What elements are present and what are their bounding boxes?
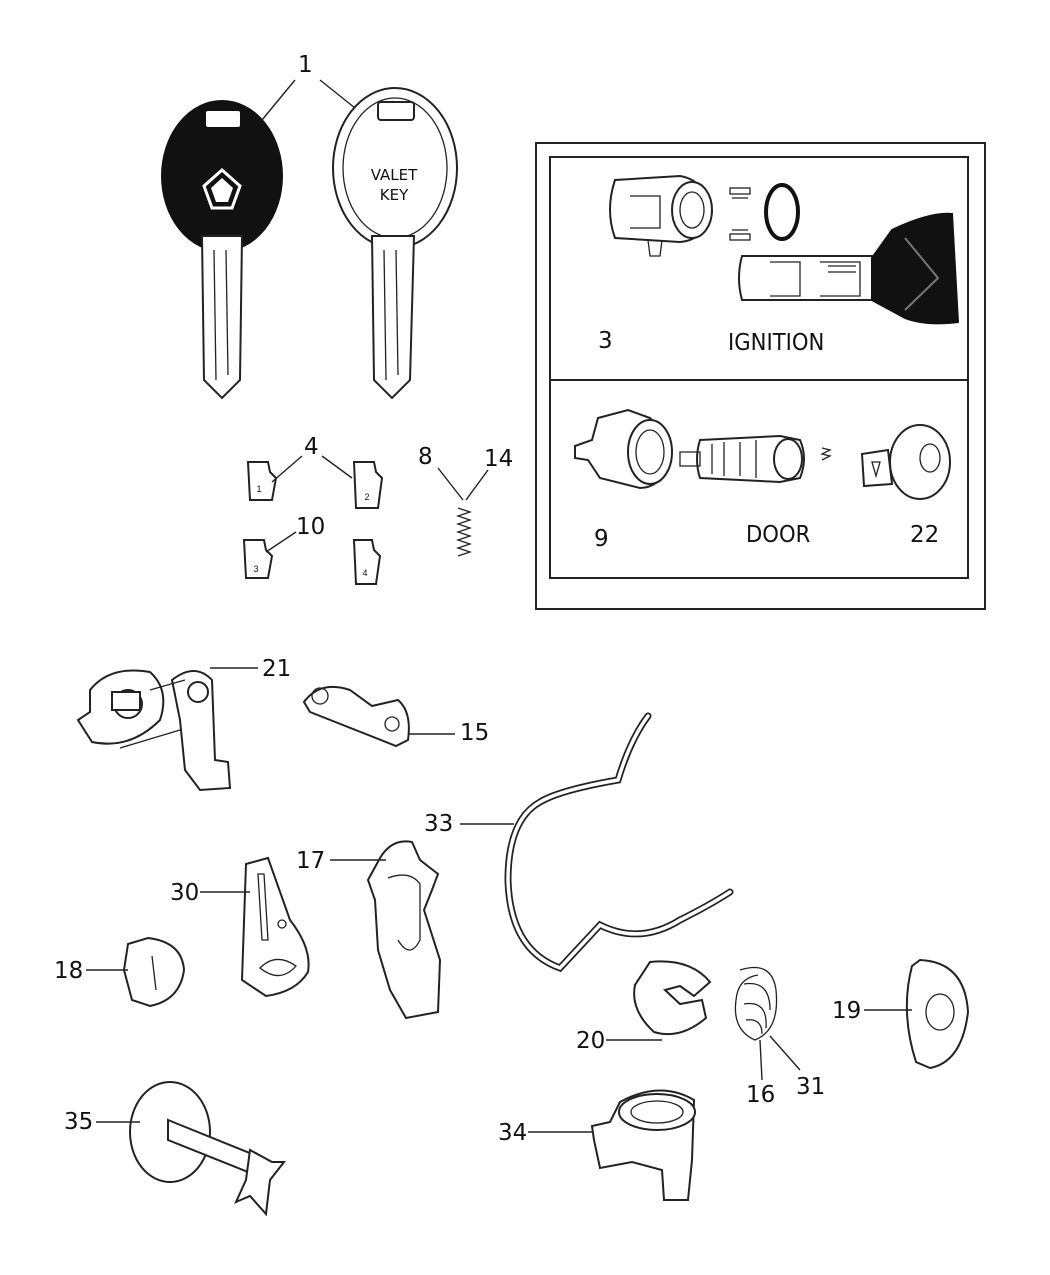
callout-3: 3 <box>598 328 613 354</box>
ignition-springs <box>729 187 751 241</box>
leader-lines-1 <box>261 79 356 121</box>
door-housing <box>574 408 673 490</box>
callout-4: 4 <box>304 434 319 460</box>
part-21 <box>76 667 258 792</box>
part-34 <box>528 1089 696 1201</box>
callout-1: 1 <box>298 52 313 78</box>
key-black-head <box>161 100 283 400</box>
ignition-cylinder <box>738 255 881 301</box>
svg-text:4: 4 <box>362 568 367 578</box>
callout-10: 10 <box>296 514 326 540</box>
tumbler-parts: 1 2 3 4 <box>242 455 384 585</box>
pentastar-logo-icon <box>202 167 242 210</box>
part-19 <box>864 958 970 1070</box>
callout-35: 35 <box>64 1109 94 1135</box>
part-20 <box>606 960 712 1041</box>
callout-8: 8 <box>418 444 433 470</box>
part-30 <box>200 856 310 998</box>
ignition-housing <box>609 174 714 257</box>
key-valet: VALET KEY <box>332 87 458 400</box>
callout-31: 31 <box>796 1074 826 1100</box>
ignition-caption: IGNITION <box>728 330 825 356</box>
door-caption: DOOR <box>746 522 811 548</box>
part-35 <box>96 1081 287 1217</box>
callout-16: 16 <box>746 1082 776 1108</box>
door-cylinder <box>679 434 805 484</box>
callout-34: 34 <box>498 1120 528 1146</box>
callout-14: 14 <box>484 446 514 472</box>
callout-18: 18 <box>54 958 84 984</box>
part-18 <box>86 936 186 1008</box>
callout-9: 9 <box>594 526 609 552</box>
spring-part <box>437 467 489 557</box>
door-springs <box>820 447 832 461</box>
callout-21: 21 <box>262 656 292 682</box>
callout-20: 20 <box>576 1028 606 1054</box>
valet-key-text-1: VALET <box>371 166 418 184</box>
callout-30: 30 <box>170 880 200 906</box>
ignition-key-head <box>871 212 960 325</box>
part-15 <box>302 686 455 748</box>
part-33-rod <box>460 712 734 973</box>
valet-key-text-2: KEY <box>380 186 409 204</box>
callout-22: 22 <box>910 522 940 548</box>
callout-17: 17 <box>296 848 326 874</box>
svg-text:2: 2 <box>364 492 369 502</box>
part-16-31-spring <box>734 966 801 1081</box>
callout-33: 33 <box>424 811 454 837</box>
door-cap-22 <box>860 424 951 500</box>
svg-text:3: 3 <box>253 564 258 574</box>
part-17 <box>330 840 442 1020</box>
ignition-o-ring <box>764 183 800 241</box>
callout-15: 15 <box>460 720 490 746</box>
callout-19: 19 <box>832 998 862 1024</box>
svg-text:1: 1 <box>256 484 261 494</box>
